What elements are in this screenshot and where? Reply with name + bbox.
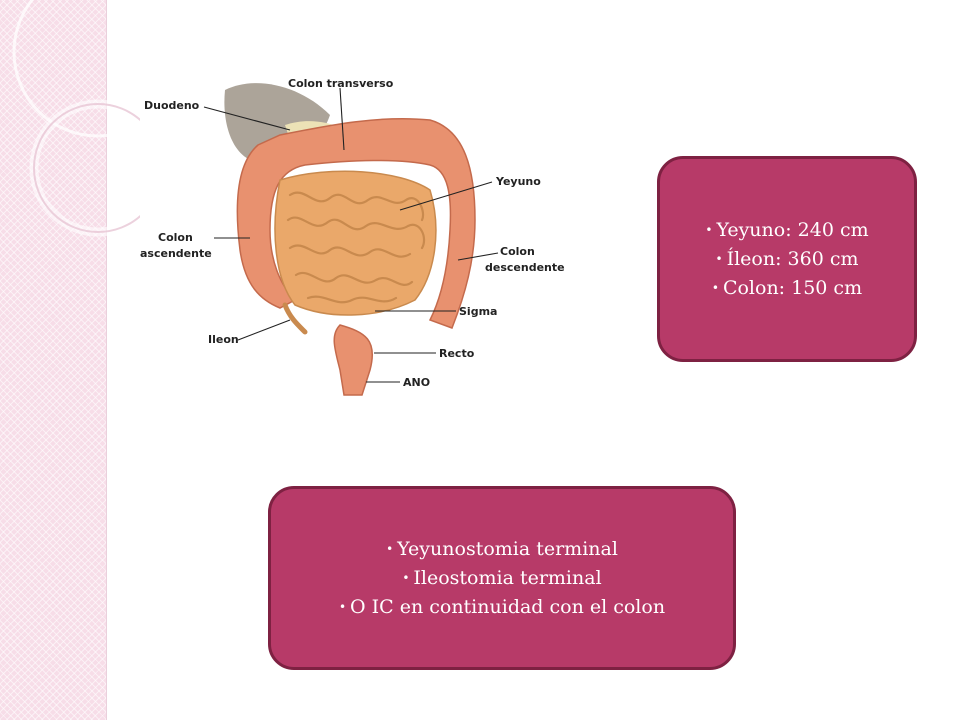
option-item-yeyunostomia: Yeyunostomia terminal: [339, 535, 665, 564]
option-item-ileostomia: Ileostomia terminal: [339, 564, 665, 593]
option-item-ic-continuidad: O IC en continuidad con el colon: [339, 593, 665, 622]
intestine-lengths-box: Yeyuno: 240 cm Íleon: 360 cm Colon: 150 …: [657, 156, 917, 362]
label-ileon: Ileon: [208, 333, 239, 346]
label-colon-transverso: Colon transverso: [288, 77, 394, 90]
lengths-list: Yeyuno: 240 cm Íleon: 360 cm Colon: 150 …: [705, 216, 868, 303]
length-item-colon: Colon: 150 cm: [705, 274, 868, 303]
label-colon-ascendente-1: Colon: [158, 231, 193, 244]
label-sigma: Sigma: [459, 305, 497, 318]
intestine-diagram: Duodeno Colon transverso Yeyuno Colon as…: [130, 70, 580, 410]
label-ano: ANO: [403, 376, 430, 389]
label-colon-descendente-2: descendente: [485, 261, 565, 274]
label-duodeno: Duodeno: [144, 99, 200, 112]
label-colon-ascendente-2: ascendente: [140, 247, 212, 260]
label-yeyuno: Yeyuno: [495, 175, 541, 188]
length-item-yeyuno: Yeyuno: 240 cm: [705, 216, 868, 245]
label-recto: Recto: [439, 347, 475, 360]
intestine-illustration: Duodeno Colon transverso Yeyuno Colon as…: [140, 77, 565, 396]
decorative-rings: [12, 0, 140, 237]
options-list: Yeyunostomia terminal Ileostomia termina…: [339, 535, 665, 622]
length-item-ileon: Íleon: 360 cm: [705, 245, 868, 274]
stoma-options-box: Yeyunostomia terminal Ileostomia termina…: [268, 486, 736, 670]
label-colon-descendente-1: Colon: [500, 245, 535, 258]
